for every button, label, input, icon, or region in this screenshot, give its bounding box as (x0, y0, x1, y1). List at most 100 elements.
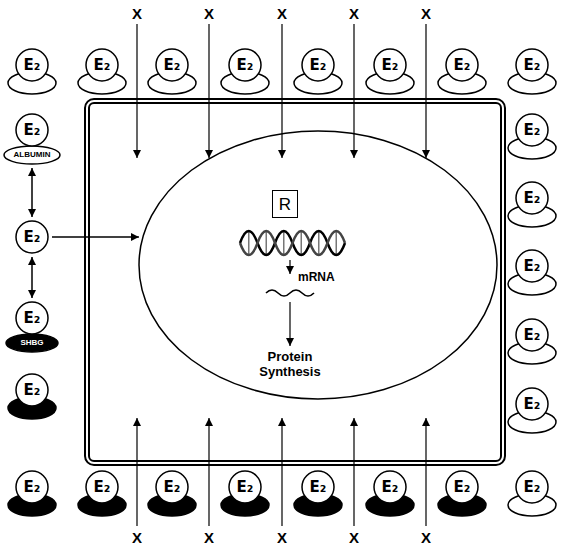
circle-shape (374, 471, 406, 503)
nucleus-text-slot: Protein Synthesis (245, 350, 335, 380)
label-slot: X (267, 529, 297, 547)
estradiol-label: E₂ (382, 58, 399, 73)
estradiol-circle: E₂ (155, 470, 189, 504)
carrier-protein: SHBG (5, 333, 59, 353)
estradiol-circle: E₂ (515, 113, 549, 147)
substance-label: X (421, 529, 431, 546)
label-slot: X (122, 5, 152, 23)
circle-shape (86, 471, 118, 503)
entry-arrow (136, 24, 137, 158)
label-slot: X (194, 529, 224, 547)
estradiol-circle: E₂ (515, 181, 549, 215)
substance-label: X (204, 5, 214, 22)
substance-label: X (132, 5, 142, 22)
estradiol-circle: E₂ (515, 470, 549, 504)
substance-label: X (132, 529, 142, 546)
nucleus: mRNA Protein Synthesis R (138, 130, 498, 400)
estradiol-circle: E₂ (445, 48, 479, 82)
substance-label: X (349, 529, 359, 546)
carrier-protein: ALBUMIN (3, 145, 61, 165)
label-slot: X (267, 5, 297, 23)
estradiol-circle: E₂ (228, 48, 262, 82)
circle-shape (16, 221, 48, 253)
transcription-arrow (289, 260, 290, 274)
estradiol-circle: E₂ (515, 318, 549, 352)
entry-arrow (353, 418, 354, 526)
circle-shape (16, 302, 48, 334)
label-slot: X (339, 529, 369, 547)
circle-shape (156, 471, 188, 503)
label-slot: X (411, 5, 441, 23)
nucleus-outline (138, 130, 498, 400)
estradiol-circle: E₂ (515, 387, 549, 421)
estradiol-label: E₂ (164, 58, 181, 73)
circle-shape (16, 374, 48, 406)
circle-shape (16, 114, 48, 146)
estradiol-circle: E₂ (515, 249, 549, 283)
estradiol-label: E₂ (524, 328, 541, 343)
estradiol-label: E₂ (237, 480, 254, 495)
circle-shape (86, 49, 118, 81)
ellipse-shape (4, 146, 60, 164)
estradiol-label: E₂ (237, 58, 254, 73)
ellipse-shape (6, 334, 58, 352)
label-slot: X (194, 5, 224, 23)
estradiol-label: E₂ (382, 480, 399, 495)
circle-shape (516, 49, 548, 81)
mrna-strand (266, 290, 314, 296)
estradiol-label: E₂ (24, 123, 41, 138)
circle-shape (156, 49, 188, 81)
estradiol-label: E₂ (24, 58, 41, 73)
estradiol-label: E₂ (524, 480, 541, 495)
estradiol-label: E₂ (24, 311, 41, 326)
estradiol-label: E₂ (24, 480, 41, 495)
estradiol-label: E₂ (310, 480, 327, 495)
circle-shape (446, 471, 478, 503)
substance-label: X (277, 529, 287, 546)
equilibrium-arrow (31, 168, 33, 217)
circle-shape (16, 49, 48, 81)
estradiol-label: E₂ (524, 58, 541, 73)
circle-shape (302, 471, 334, 503)
circle-shape (302, 49, 334, 81)
circle-shape (16, 471, 48, 503)
estradiol-circle: E₂ (15, 48, 49, 82)
estradiol-label: E₂ (94, 58, 111, 73)
circle-shape (446, 49, 478, 81)
estradiol-label: E₂ (524, 191, 541, 206)
estradiol-label: E₂ (24, 230, 41, 245)
estradiol-label: E₂ (454, 480, 471, 495)
label-slot: X (411, 529, 441, 547)
estradiol-circle: E₂ (15, 373, 49, 407)
estradiol-label: E₂ (24, 383, 41, 398)
translation-arrow (289, 302, 290, 346)
circle-shape (516, 250, 548, 282)
estradiol-circle: E₂ (301, 470, 335, 504)
estradiol-label: E₂ (94, 480, 111, 495)
entry-arrow (52, 236, 139, 238)
substance-label: X (349, 5, 359, 22)
entry-arrow (208, 24, 209, 158)
receptor-box: R (272, 190, 298, 218)
circle-shape (516, 182, 548, 214)
estradiol-circle: E₂ (15, 113, 49, 147)
estradiol-circle: E₂ (15, 220, 49, 254)
estradiol-circle: E₂ (228, 470, 262, 504)
estradiol-circle: E₂ (155, 48, 189, 82)
entry-arrow (425, 418, 426, 526)
estradiol-circle: E₂ (15, 470, 49, 504)
estradiol-label: E₂ (164, 480, 181, 495)
label-slot: X (339, 5, 369, 23)
molecule-label: mRNA (298, 271, 335, 285)
estradiol-circle: E₂ (373, 470, 407, 504)
circle-shape (229, 471, 261, 503)
nucleus-shape (139, 131, 497, 399)
equilibrium-arrow (31, 257, 33, 298)
circle-shape (516, 319, 548, 351)
dna-helix (240, 231, 345, 255)
estradiol-circle: E₂ (301, 48, 335, 82)
substance-label: X (204, 529, 214, 546)
circle-shape (516, 388, 548, 420)
circle-shape (516, 114, 548, 146)
